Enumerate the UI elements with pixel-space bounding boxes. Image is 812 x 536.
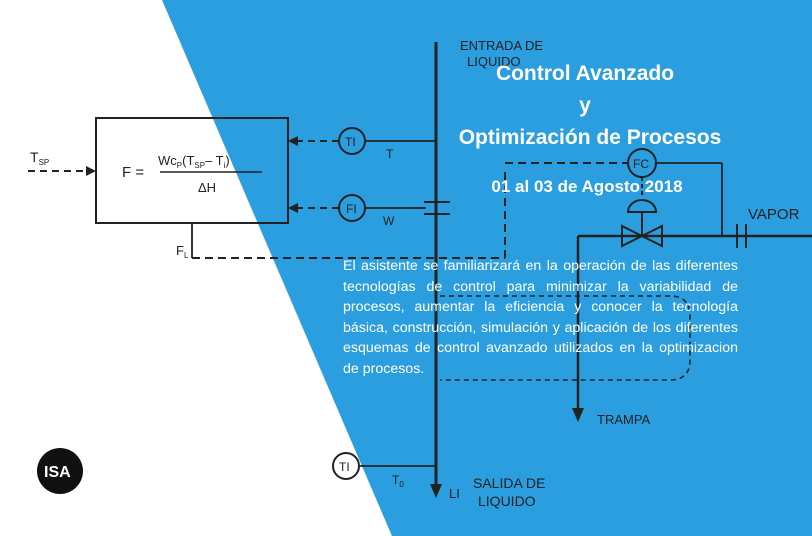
course-title-line-3: Optimización de Procesos bbox=[458, 126, 722, 149]
ti-top-text: TI bbox=[345, 135, 356, 149]
inlet-label-2: LIQUIDO bbox=[467, 54, 520, 69]
control-valve bbox=[621, 224, 663, 248]
isa-logo-text: ISA bbox=[44, 464, 71, 481]
valve-actuator bbox=[626, 199, 658, 213]
t0-label: T0 bbox=[392, 473, 404, 489]
formula-num-a: Wc bbox=[158, 153, 177, 168]
course-title-line-1: Control Avanzado bbox=[495, 62, 675, 85]
fl-sub: L bbox=[184, 251, 189, 260]
blue-background bbox=[162, 0, 812, 536]
formula-num-c: – T bbox=[205, 153, 224, 168]
w-label: W bbox=[383, 214, 395, 228]
formula-num-d: ) bbox=[225, 153, 229, 168]
t0-main: T bbox=[392, 473, 400, 487]
inlet-label-1: ENTRADA DE bbox=[460, 38, 543, 53]
li-label: LI bbox=[449, 486, 460, 501]
formula-num-sub-a: P bbox=[177, 161, 182, 170]
trap-label: TRAMPA bbox=[597, 412, 651, 427]
t0-sub: 0 bbox=[399, 480, 404, 489]
course-description: El asistente se familiarizará en la oper… bbox=[343, 258, 738, 377]
fi-text: FI bbox=[346, 202, 357, 216]
fc-text: FC bbox=[633, 157, 649, 171]
formula-denominator: ΔH bbox=[198, 180, 216, 195]
exchanger-coil bbox=[440, 295, 691, 381]
formula-numerator: WcP(TSP– Ti) bbox=[158, 153, 230, 170]
fi-arrow bbox=[288, 203, 298, 213]
tsp-label: TSP bbox=[30, 149, 49, 167]
formula-num-sub-b: SP bbox=[194, 161, 205, 170]
fl-label: FL bbox=[176, 243, 189, 260]
isa-logo-circle bbox=[37, 448, 83, 494]
outlet-arrow bbox=[430, 484, 442, 498]
ti-bottom-text: TI bbox=[339, 460, 350, 474]
steam-label: VAPOR bbox=[748, 206, 800, 223]
outlet-label-1: SALIDA DE bbox=[473, 475, 545, 491]
outlet-label-2: LIQUIDO bbox=[478, 493, 536, 509]
formula-lhs: F = bbox=[122, 164, 144, 181]
tsp-arrow bbox=[86, 166, 96, 176]
isa-logo: ISA bbox=[37, 448, 83, 494]
ti-top-arrow bbox=[288, 136, 298, 146]
course-title-line-2: y bbox=[579, 94, 591, 117]
fl-main: F bbox=[176, 243, 184, 258]
formula-num-sub-c: i bbox=[224, 161, 226, 170]
tsp-main: T bbox=[30, 149, 39, 165]
formula-num-b: (T bbox=[182, 153, 194, 168]
t-label: T bbox=[386, 147, 394, 161]
course-dates: 01 al 03 de Agosto 2018 bbox=[491, 177, 683, 196]
tsp-sub: SP bbox=[39, 158, 50, 167]
trap-arrow bbox=[572, 408, 584, 422]
